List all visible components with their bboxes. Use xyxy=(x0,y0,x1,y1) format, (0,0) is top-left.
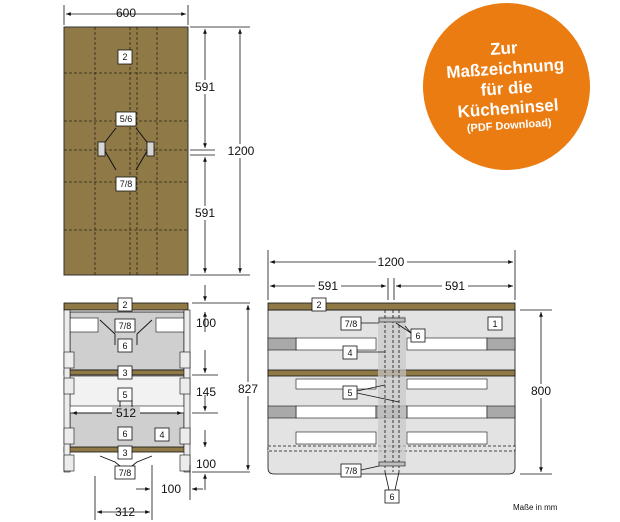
dim-top-width: 600 xyxy=(116,6,136,20)
plan-fitting-left xyxy=(97,141,106,157)
dim-front-offset: 100 xyxy=(161,482,181,496)
svg-text:1: 1 xyxy=(492,319,497,329)
front-label-2: 2 xyxy=(117,297,133,312)
svg-text:2: 2 xyxy=(122,300,127,310)
side-leader-lines xyxy=(356,322,412,491)
dim-top-lower-half: 591 xyxy=(195,206,215,220)
svg-text:3: 3 xyxy=(122,448,127,458)
dim-front-shelf-2: 145 xyxy=(196,385,216,399)
dim-front-base: 312 xyxy=(115,505,135,519)
front-label-6-lower: 6 xyxy=(117,426,133,441)
dim-top-length: 1200 xyxy=(228,144,255,158)
side-top-board xyxy=(267,302,516,311)
svg-text:6: 6 xyxy=(389,492,394,502)
svg-text:2: 2 xyxy=(122,52,127,62)
svg-text:5: 5 xyxy=(347,388,352,398)
front-side-blocks xyxy=(63,309,191,473)
plan-dimension-lines xyxy=(63,5,250,276)
side-label-78-upper: 7/8 xyxy=(340,316,362,331)
side-label-2: 2 xyxy=(311,297,327,312)
side-fittings xyxy=(378,317,406,467)
svg-text:4: 4 xyxy=(347,348,352,358)
side-label-6-upper: 6 xyxy=(410,328,426,343)
front-label-78-upper: 7/8 xyxy=(114,318,136,333)
side-label-1: 1 xyxy=(487,316,503,331)
svg-text:3: 3 xyxy=(122,368,127,378)
front-white-gap-upper xyxy=(69,317,99,333)
svg-text:6: 6 xyxy=(122,429,127,439)
front-label-6-upper: 6 xyxy=(117,338,133,353)
badge-line-1: Zur xyxy=(489,38,519,60)
plan-label-56: 5/6 xyxy=(115,111,137,127)
dim-front-total-height: 827 xyxy=(238,382,258,396)
svg-text:7/8: 7/8 xyxy=(119,321,132,331)
svg-text:7/8: 7/8 xyxy=(119,468,132,478)
plan-label-2: 2 xyxy=(117,49,133,65)
dim-front-inner-width: 512 xyxy=(116,406,136,420)
side-label-6-lower: 6 xyxy=(384,489,400,504)
svg-text:5: 5 xyxy=(122,390,127,400)
front-white-gap-upper-r xyxy=(155,317,185,333)
dim-front-shelf-3: 100 xyxy=(196,457,216,471)
plan-label-78: 7/8 xyxy=(115,176,137,192)
plan-view xyxy=(63,26,189,276)
dim-side-total: 1200 xyxy=(378,255,405,269)
side-label-78-lower: 7/8 xyxy=(340,463,362,478)
svg-text:7/8: 7/8 xyxy=(120,179,133,189)
svg-text:2: 2 xyxy=(316,300,321,310)
side-center-post xyxy=(378,316,406,466)
side-view xyxy=(267,302,516,475)
unit-note: Maße in mm xyxy=(513,503,558,512)
plan-board xyxy=(63,26,189,276)
front-label-78-lower: 7/8 xyxy=(114,465,136,480)
dim-side-left: 591 xyxy=(318,279,338,293)
dim-side-right: 591 xyxy=(445,279,465,293)
side-hidden-lines xyxy=(384,310,400,472)
side-slat-gaps xyxy=(295,337,488,445)
side-label-4: 4 xyxy=(342,345,358,360)
svg-text:4: 4 xyxy=(159,430,164,440)
dim-top-upper-half: 591 xyxy=(195,80,215,94)
svg-text:7/8: 7/8 xyxy=(345,466,358,476)
front-label-5: 5 xyxy=(117,387,133,402)
front-label-4: 4 xyxy=(154,427,170,442)
front-label-3-upper: 3 xyxy=(117,365,133,380)
svg-text:6: 6 xyxy=(415,331,420,341)
svg-text:6: 6 xyxy=(122,341,127,351)
plan-fitting-right xyxy=(146,141,155,157)
side-label-5: 5 xyxy=(342,385,358,400)
dim-front-shelf-1: 100 xyxy=(196,316,216,330)
svg-text:7/8: 7/8 xyxy=(345,319,358,329)
front-label-3-lower: 3 xyxy=(117,445,133,460)
dim-side-height: 800 xyxy=(531,384,551,398)
svg-text:5/6: 5/6 xyxy=(120,114,133,124)
